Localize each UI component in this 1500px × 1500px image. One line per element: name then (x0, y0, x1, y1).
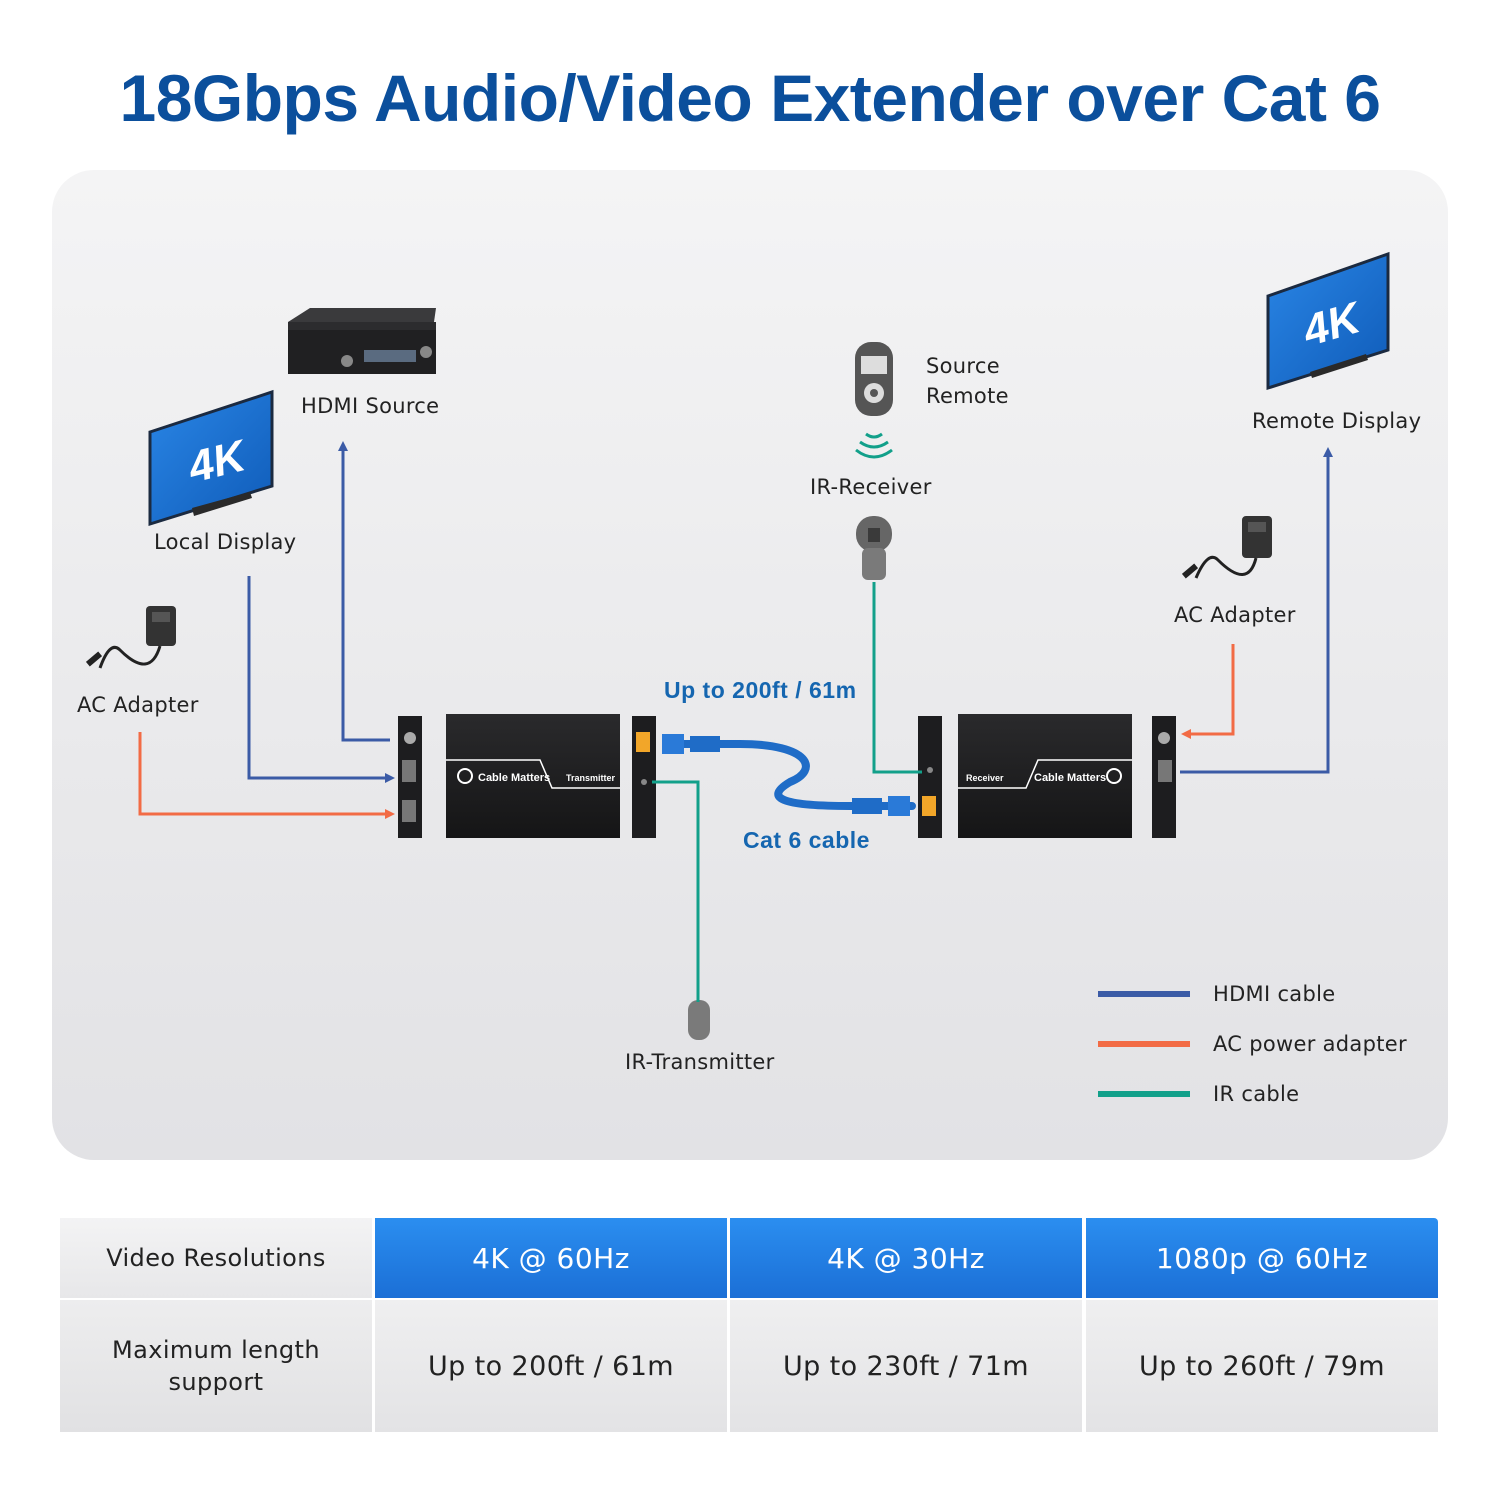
hdmi-cable-remote-display (1180, 447, 1333, 774)
table-header-label: Video Resolutions (60, 1218, 372, 1298)
cat6-cable-label: Cat 6 cable (743, 827, 870, 853)
transmitter-brand-text: Cable Matters (478, 772, 550, 784)
ac-adapter-left-label: AC Adapter (77, 693, 199, 717)
cat6-cable (662, 734, 916, 816)
hdmi-cable-source (338, 441, 390, 742)
power-cable-left (138, 732, 395, 819)
local-display-tv-icon: 4K (148, 389, 274, 527)
receiver-model-text: Receiver (966, 773, 1004, 783)
hdmi-source-label: HDMI Source (301, 394, 440, 418)
transmitter-model-text: Transmitter (566, 773, 616, 783)
table-header-4k30: 4K @ 30Hz (730, 1218, 1082, 1298)
transmitter-unit: Cable Matters Transmitter (398, 714, 656, 838)
table-cell-1080p60-length: Up to 260ft / 79m (1086, 1300, 1438, 1432)
table-header-4k60: 4K @ 60Hz (375, 1218, 727, 1298)
table-row-label-text: Maximum length support (112, 1336, 320, 1396)
ir-receiver-label: IR-Receiver (810, 475, 932, 499)
source-remote-label: Source Remote (926, 354, 1009, 408)
local-display-label: Local Display (154, 530, 297, 554)
ac-adapter-right-icon (1181, 516, 1272, 579)
legend-ir-label: IR cable (1213, 1082, 1300, 1106)
distance-label: Up to 200ft / 61m (664, 677, 857, 703)
remote-display-label: Remote Display (1252, 409, 1422, 433)
ir-cable-transmitter (652, 780, 700, 1002)
table-row-label: Maximum length support (60, 1300, 372, 1432)
ac-adapter-right-label: AC Adapter (1174, 603, 1296, 627)
ir-transmitter-icon (688, 1000, 710, 1040)
table-cell-4k30-length: Up to 230ft / 71m (730, 1300, 1082, 1432)
legend-hdmi-label: HDMI cable (1213, 982, 1336, 1006)
ac-adapter-left-icon (85, 606, 176, 669)
table-header-1080p60: 1080p @ 60Hz (1086, 1218, 1438, 1298)
resolution-table: Video Resolutions 4K @ 60Hz 4K @ 30Hz 10… (60, 1218, 1440, 1432)
diagram-panel (52, 170, 1448, 1160)
ir-transmitter-label: IR-Transmitter (625, 1050, 775, 1074)
source-remote-icon (855, 342, 893, 416)
hdmi-cable-local-display (247, 576, 395, 783)
receiver-unit: Cable Matters Receiver (918, 714, 1176, 838)
legend-power-label: AC power adapter (1213, 1032, 1407, 1056)
hdmi-source-device-icon (288, 308, 436, 374)
ir-receiver-eye-icon (856, 516, 892, 580)
page-title: 18Gbps Audio/Video Extender over Cat 6 (119, 61, 1381, 135)
table-cell-4k60-length: Up to 200ft / 61m (375, 1300, 727, 1432)
ir-cable-receiver (872, 582, 922, 774)
remote-display-tv-icon: 4K (1266, 251, 1390, 391)
power-cable-right (1181, 644, 1235, 739)
ir-signal-waves-icon (855, 432, 893, 459)
receiver-brand-text: Cable Matters (1034, 772, 1106, 784)
